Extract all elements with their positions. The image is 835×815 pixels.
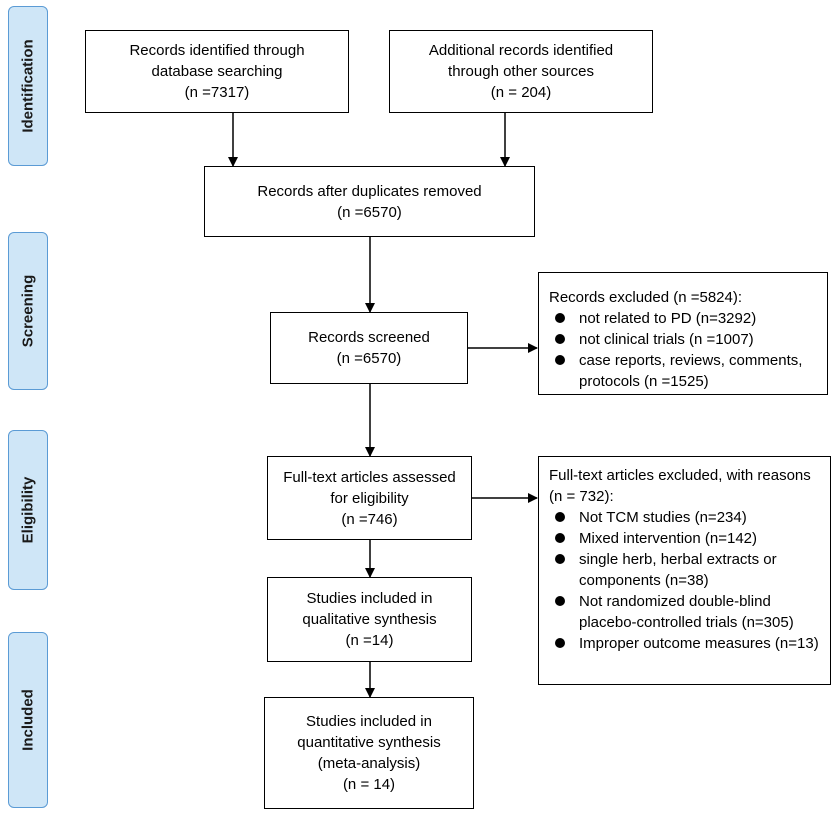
- records-excluded-item: case reports, reviews, comments, protoco…: [549, 350, 817, 392]
- box-duplicates-removed: Records after duplicates removed (n =657…: [204, 166, 535, 237]
- records-excluded-item: not clinical trials (n =1007): [549, 329, 817, 350]
- quantitative-line-1: Studies included in: [306, 713, 432, 730]
- other-count: (n = 204): [490, 84, 552, 101]
- stage-included: Included: [8, 632, 48, 808]
- other-line-1: Additional records identified: [428, 42, 614, 59]
- screened-line-1: Records screened: [308, 329, 430, 346]
- fulltext-count: (n =746): [341, 510, 398, 528]
- qualitative-count: (n =14): [345, 632, 394, 649]
- duplicates-line-1: Records after duplicates removed: [257, 182, 482, 200]
- qualitative-line-2: qualitative synthesis: [302, 611, 437, 628]
- box-qualitative-synthesis: Studies included in qualitative synthesi…: [267, 577, 472, 662]
- box-quantitative-synthesis: Studies included in quantitative synthes…: [264, 697, 474, 809]
- quantitative-line-2: quantitative synthesis: [297, 734, 441, 751]
- fulltext-excluded-item: Mixed intervention (n=142): [549, 528, 820, 549]
- fulltext-excluded-item: Not randomized double-blind placebo-cont…: [549, 591, 820, 633]
- records-excluded-heading: Records excluded (n =5824):: [549, 289, 743, 306]
- fulltext-line-2: for eligibility: [330, 489, 409, 507]
- box-records-excluded: Records excluded (n =5824): not related …: [538, 272, 828, 395]
- fulltext-excluded-heading: Full-text articles excluded, with reason…: [549, 467, 811, 505]
- box-database-records: Records identified through database sear…: [85, 30, 349, 113]
- stage-screening: Screening: [8, 232, 48, 390]
- database-count: (n =7317): [184, 84, 250, 101]
- box-other-sources: Additional records identified through ot…: [389, 30, 653, 113]
- database-line-1: Records identified through: [129, 42, 305, 59]
- other-line-2: through other sources: [448, 63, 594, 80]
- quantitative-count: (n = 14): [342, 776, 396, 793]
- fulltext-excluded-item: single herb, herbal extracts or componen…: [549, 549, 820, 591]
- box-fulltext-assessed: Full-text articles assessed for eligibil…: [267, 456, 472, 540]
- records-excluded-item: not related to PD (n=3292): [549, 308, 817, 329]
- fulltext-excluded-item: Not TCM studies (n=234): [549, 507, 820, 528]
- screened-count: (n =6570): [336, 350, 402, 367]
- box-fulltext-excluded: Full-text articles excluded, with reason…: [538, 456, 831, 685]
- stage-eligibility: Eligibility: [8, 430, 48, 590]
- database-line-2: database searching: [151, 63, 283, 80]
- fulltext-line-1: Full-text articles assessed: [283, 468, 456, 486]
- stage-identification: Identification: [8, 6, 48, 166]
- quantitative-line-3: (meta-analysis): [317, 755, 421, 772]
- qualitative-line-1: Studies included in: [306, 590, 433, 607]
- box-records-screened: Records screened (n =6570): [270, 312, 468, 384]
- fulltext-excluded-item: Improper outcome measures (n=13): [549, 633, 820, 654]
- duplicates-count: (n =6570): [337, 203, 402, 221]
- records-excluded-list: not related to PD (n=3292) not clinical …: [549, 308, 817, 392]
- fulltext-excluded-list: Not TCM studies (n=234) Mixed interventi…: [549, 507, 820, 654]
